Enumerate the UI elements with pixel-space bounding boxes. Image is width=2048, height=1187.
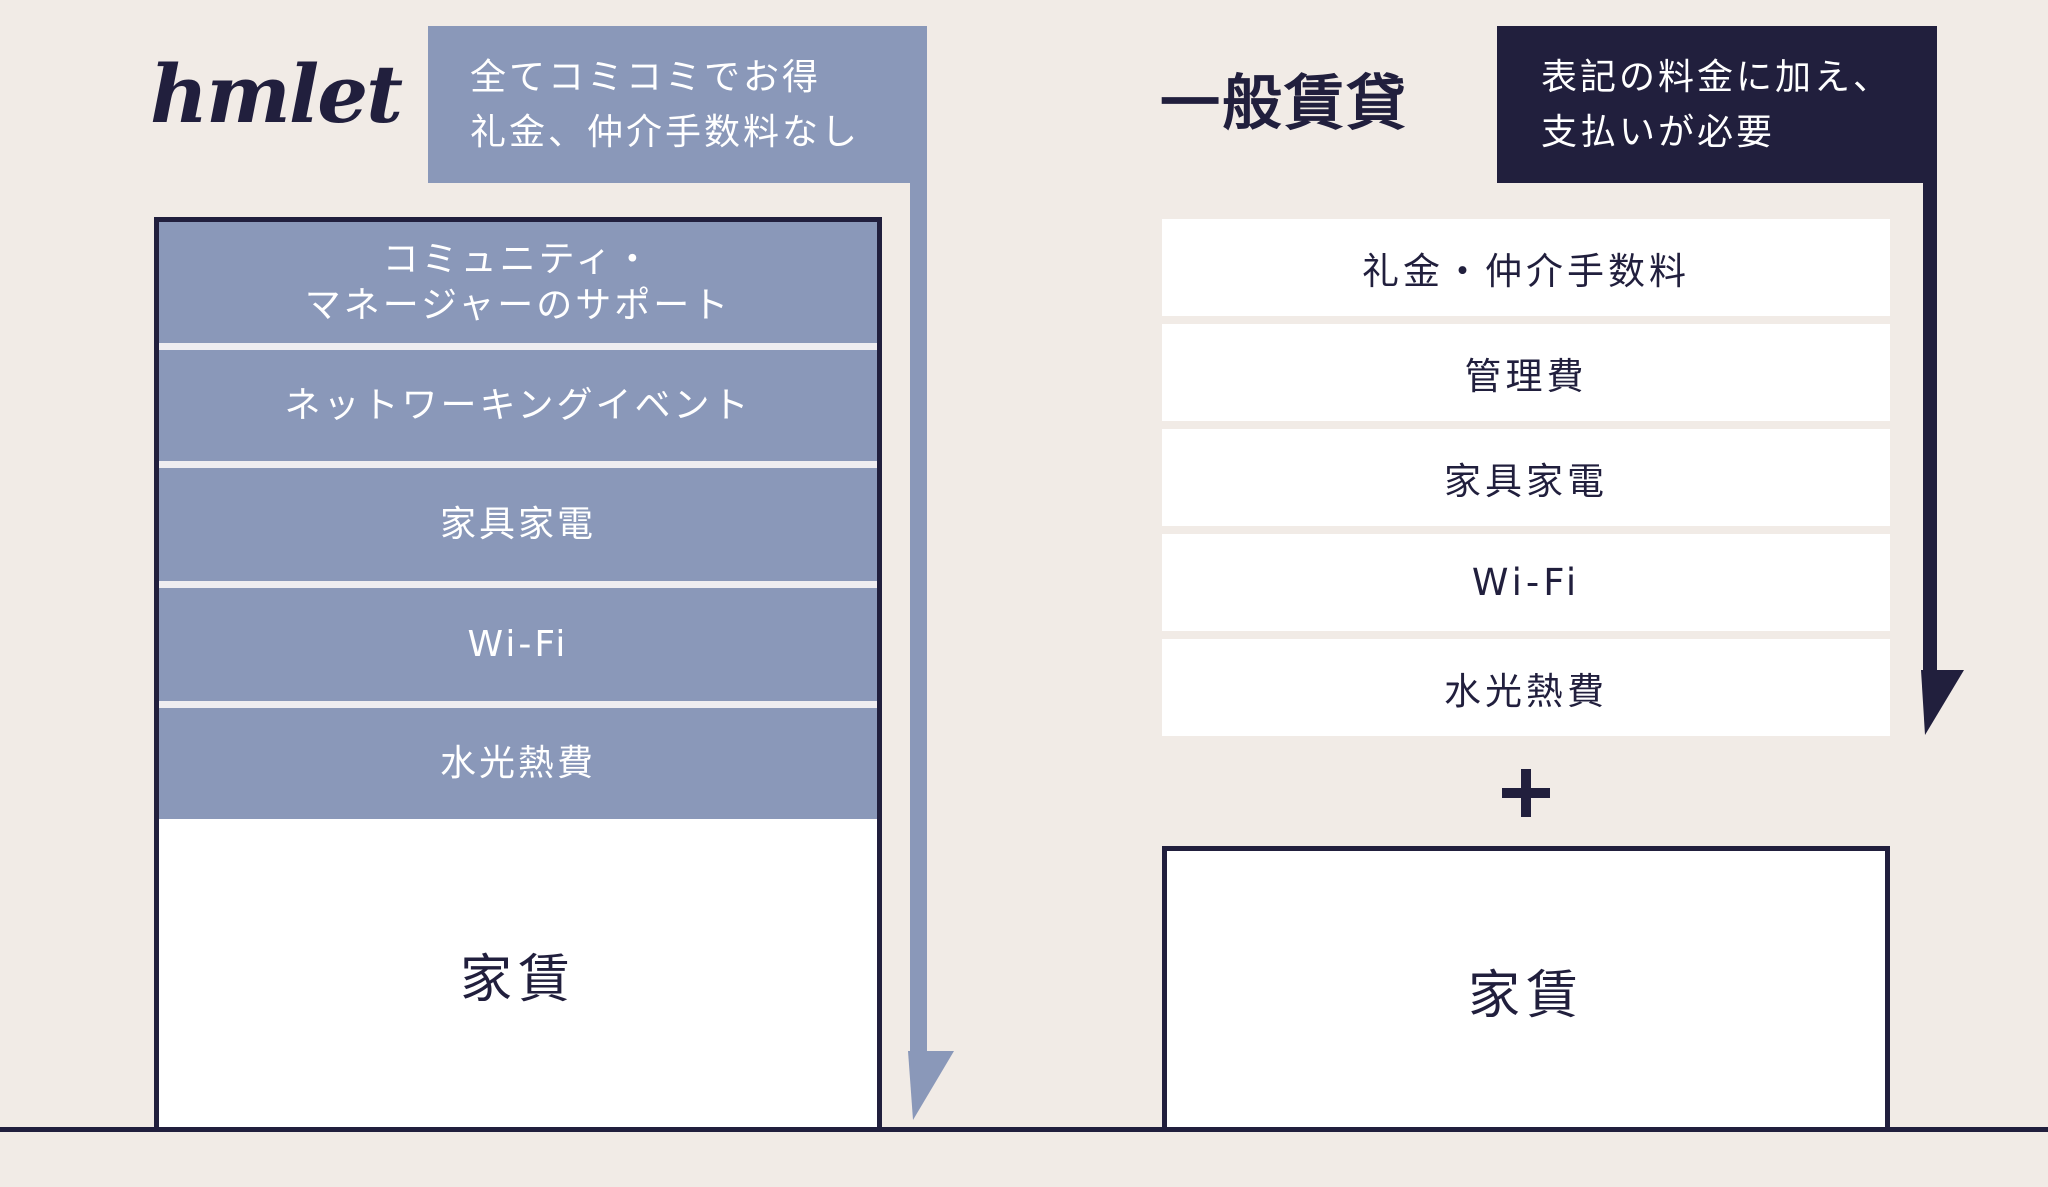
hmlet-callout-line: 全てコミコミでお得	[470, 57, 822, 98]
extra-item-management-fee: 管理費	[1162, 324, 1890, 421]
included-item-furniture-appliances: 家具家電	[159, 468, 877, 581]
general-rental-callout: 表記の料金に加え、 支払いが必要	[1497, 26, 1937, 183]
general-callout-line: 支払いが必要	[1541, 112, 1776, 153]
hmlet-down-arrow-icon	[908, 180, 954, 1120]
included-item-label: 水光熱費	[439, 742, 596, 784]
included-item-label: 家具家電	[439, 503, 596, 545]
general-extra-costs-list: 礼金・仲介手数料 管理費 家具家電 Wi-Fi 水光熱費	[1162, 219, 1890, 736]
hmlet-callout: 全てコミコミでお得 礼金、仲介手数料なし	[428, 26, 927, 183]
included-item-label: コミュニティ・	[382, 238, 654, 280]
hmlet-callout-line: 礼金、仲介手数料なし	[470, 112, 861, 153]
extra-item-furniture-appliances: 家具家電	[1162, 429, 1890, 526]
hmlet-included-list: コミュニティ・ マネージャーのサポート ネットワーキングイベント 家具家電 Wi…	[159, 222, 877, 819]
general-rental-title: 一般賃貸	[1160, 69, 1408, 139]
general-rent: 家賃	[1162, 846, 1890, 1130]
included-item-utilities: 水光熱費	[159, 708, 877, 819]
extra-item-key-money-fee: 礼金・仲介手数料	[1162, 219, 1890, 316]
included-item-networking-events: ネットワーキングイベント	[159, 350, 877, 461]
extra-item-utilities: 水光熱費	[1162, 639, 1890, 736]
hmlet-cost-column: コミュニティ・ マネージャーのサポート ネットワーキングイベント 家具家電 Wi…	[154, 217, 882, 1130]
general-down-arrow-icon	[1921, 180, 1964, 735]
included-item-label: Wi-Fi	[467, 623, 569, 665]
included-item-label: ネットワーキングイベント	[284, 384, 752, 426]
included-item-label: マネージャーのサポート	[304, 284, 732, 326]
extra-item-wifi: Wi-Fi	[1162, 534, 1890, 631]
plus-icon	[1502, 769, 1550, 817]
included-item-community-manager: コミュニティ・ マネージャーのサポート	[159, 222, 877, 343]
included-item-wifi: Wi-Fi	[159, 588, 877, 701]
hmlet-rent: 家賃	[159, 819, 877, 1130]
baseline-divider	[0, 1127, 2048, 1132]
hmlet-logo: hmlet	[150, 47, 403, 141]
general-callout-line: 表記の料金に加え、	[1541, 57, 1893, 98]
